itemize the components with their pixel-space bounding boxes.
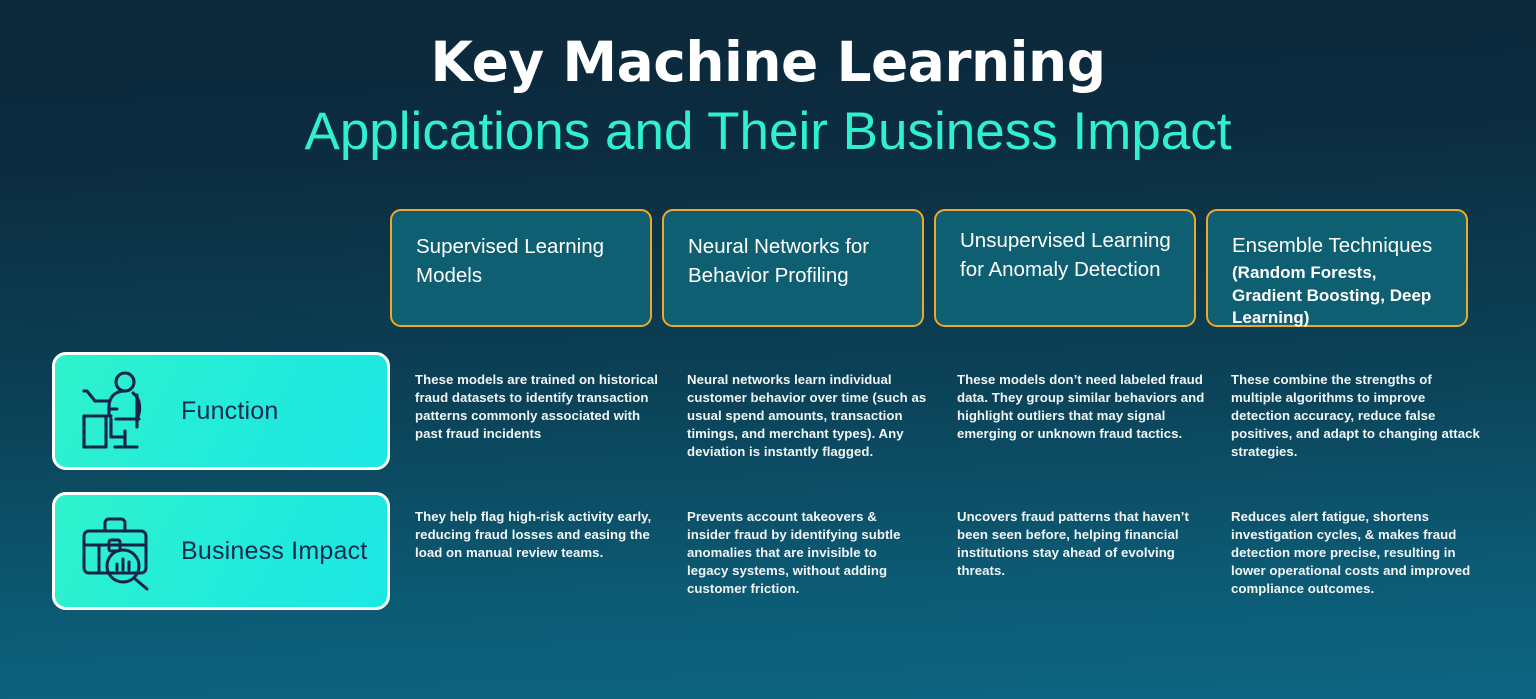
column-header-title: Unsupervised Learning for Anomaly Detect… bbox=[960, 229, 1171, 281]
cell-business-impact-1: They help flag high-risk activity early,… bbox=[415, 509, 652, 561]
column-header-title: Ensemble Techniques bbox=[1232, 234, 1433, 257]
column-header-title: Supervised Learning Models bbox=[416, 235, 605, 287]
row-label-text: Function bbox=[181, 396, 279, 425]
row-label-card-business-impact[interactable]: Business Impact bbox=[52, 492, 390, 610]
column-header-card-1[interactable]: Supervised Learning Models bbox=[390, 209, 652, 327]
row-label-card-function[interactable]: Function bbox=[52, 352, 390, 470]
briefcase-magnifier-chart-icon bbox=[81, 509, 159, 593]
cell-function-3: These models don’t need labeled fraud da… bbox=[957, 372, 1205, 442]
cell-function-1: These models are trained on historical f… bbox=[415, 372, 659, 442]
column-header-card-2[interactable]: Neural Networks for Behavior Profiling bbox=[662, 209, 924, 327]
cell-function-4: These combine the strengths of multiple … bbox=[1231, 372, 1480, 460]
cell-business-impact-4: Reduces alert fatigue, shortens investig… bbox=[1231, 509, 1471, 597]
title-block: Key Machine Learning Applications and Th… bbox=[0, 0, 1536, 161]
cell-business-impact-2: Prevents account takeovers & insider fra… bbox=[687, 509, 901, 597]
page-title-main: Key Machine Learning bbox=[430, 30, 1106, 94]
cell-function-2: Neural networks learn individual custome… bbox=[687, 372, 927, 460]
column-header-card-3[interactable]: Unsupervised Learning for Anomaly Detect… bbox=[934, 209, 1196, 327]
column-header-title: Neural Networks for Behavior Profiling bbox=[688, 235, 870, 287]
cell-business-impact-3: Uncovers fraud patterns that haven’t bee… bbox=[957, 509, 1189, 579]
column-header-subtitle: (Random Forests, Gradient Boosting, Deep… bbox=[1232, 262, 1432, 328]
person-at-desk-icon bbox=[81, 369, 159, 453]
page-title-sub: Applications and Their Business Impact bbox=[304, 101, 1232, 161]
row-label-text: Business Impact bbox=[181, 536, 368, 565]
column-header-card-4[interactable]: Ensemble Techniques (Random Forests, Gra… bbox=[1206, 209, 1468, 327]
